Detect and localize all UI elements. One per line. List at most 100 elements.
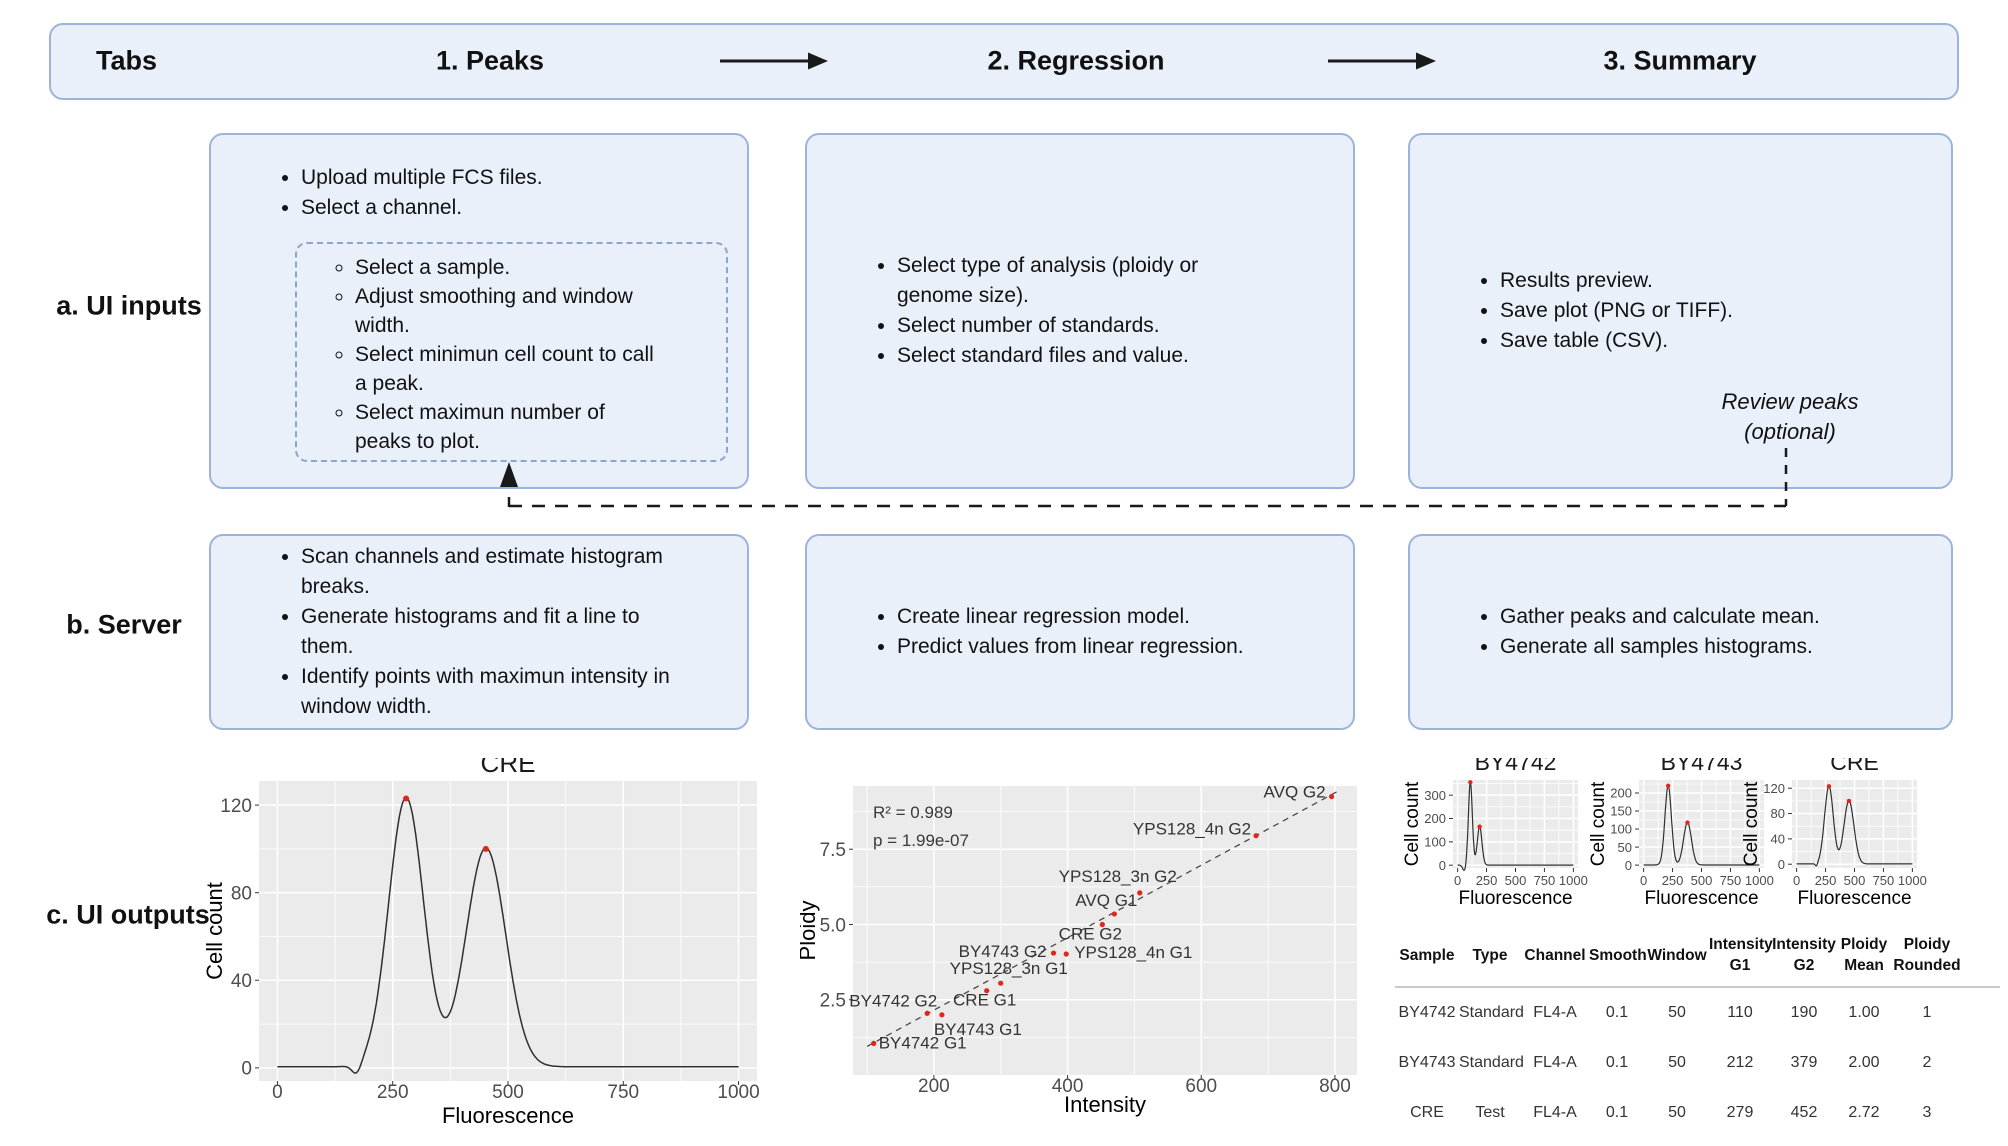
svg-text:400: 400 xyxy=(1052,1076,1084,1097)
svg-text:Intensity: Intensity xyxy=(1064,1092,1146,1117)
table-cell: 1.00 xyxy=(1848,1004,1880,1021)
tab-peaks[interactable]: 1. Peaks xyxy=(435,45,545,76)
list-item: Select minimun cell count to call a peak… xyxy=(355,340,659,398)
tab-summary[interactable]: 3. Summary xyxy=(1603,45,1757,76)
svg-text:200: 200 xyxy=(1424,811,1446,826)
svg-text:BY4742 G2: BY4742 G2 xyxy=(849,991,937,1010)
svg-text:1000: 1000 xyxy=(717,1082,759,1103)
column-header: Intensity G1 xyxy=(1709,936,1773,974)
table-cell: 1 xyxy=(1922,1004,1932,1021)
list-item: Select maximun number of peaks to plot. xyxy=(355,398,659,456)
svg-text:Fluorescence: Fluorescence xyxy=(442,1103,574,1128)
table-cell: 452 xyxy=(1790,1104,1818,1121)
server-summary-box: Gather peaks and calculate mean.Generate… xyxy=(1408,534,1953,730)
svg-text:YPS128_4n G2: YPS128_4n G2 xyxy=(1133,820,1251,839)
list-item: Select a sample. xyxy=(355,253,659,282)
svg-text:0: 0 xyxy=(1439,858,1446,873)
list-item: Gather peaks and calculate mean. xyxy=(1500,602,1930,632)
svg-text:CRE: CRE xyxy=(481,758,536,778)
server-peaks-box: Scan channels and estimate histogram bre… xyxy=(209,534,749,730)
table-cell: 379 xyxy=(1790,1054,1818,1071)
svg-text:AVQ G2: AVQ G2 xyxy=(1264,783,1326,802)
review-peaks-note: Review peaks (optional) xyxy=(1721,389,1859,444)
column-header: Type xyxy=(1472,946,1508,964)
list-item: Predict values from linear regression. xyxy=(897,632,1327,662)
table-cell: 50 xyxy=(1668,1054,1686,1071)
table-cell: Standard xyxy=(1459,1004,1524,1021)
list-item: Select type of analysis (ploidy or genom… xyxy=(897,251,1249,311)
ui-inputs-peaks-list: Upload multiple FCS files.Select a chann… xyxy=(211,163,673,223)
table-cell: FL4-A xyxy=(1533,1004,1577,1021)
svg-text:150: 150 xyxy=(1610,804,1632,819)
table-cell: 279 xyxy=(1726,1104,1754,1121)
svg-text:BY4742: BY4742 xyxy=(1475,758,1557,775)
svg-text:BY4743 G2: BY4743 G2 xyxy=(959,942,1047,961)
svg-text:40: 40 xyxy=(1771,832,1785,847)
ui-inputs-regression-list: Select type of analysis (ploidy or genom… xyxy=(807,251,1249,371)
svg-text:800: 800 xyxy=(1319,1076,1351,1097)
svg-text:750: 750 xyxy=(1873,873,1895,888)
list-item: Scan channels and estimate histogram bre… xyxy=(301,542,673,602)
list-item: Save table (CSV). xyxy=(1500,326,1872,356)
svg-text:100: 100 xyxy=(1424,835,1446,850)
table-cell: 0.1 xyxy=(1605,1054,1629,1071)
server-regression-list: Create linear regression model.Predict v… xyxy=(807,602,1327,662)
list-item: Identify points with maximun intensity i… xyxy=(301,662,673,722)
svg-text:100: 100 xyxy=(1610,822,1632,837)
svg-text:80: 80 xyxy=(231,884,252,905)
svg-text:40: 40 xyxy=(231,971,252,992)
svg-text:250: 250 xyxy=(1662,873,1684,888)
svg-text:500: 500 xyxy=(1691,873,1713,888)
ui-inputs-regression-box: Select type of analysis (ploidy or genom… xyxy=(805,133,1355,489)
svg-text:200: 200 xyxy=(918,1076,950,1097)
list-item: Select a channel. xyxy=(301,193,673,223)
svg-text:50: 50 xyxy=(1618,840,1632,855)
svg-text:250: 250 xyxy=(1815,873,1837,888)
list-item: Generate histograms and fit a line to th… xyxy=(301,602,673,662)
table-cell: 50 xyxy=(1668,1104,1686,1121)
column-header: Intensity G2 xyxy=(1772,936,1836,974)
svg-text:0: 0 xyxy=(241,1059,252,1080)
svg-text:750: 750 xyxy=(1534,873,1556,888)
list-item: Select number of standards. xyxy=(897,311,1249,341)
svg-text:600: 600 xyxy=(1185,1076,1217,1097)
svg-text:Cell count: Cell count xyxy=(1741,781,1762,866)
svg-text:300: 300 xyxy=(1424,788,1446,803)
column-header: Sample xyxy=(1399,946,1455,964)
svg-text:CRE G2: CRE G2 xyxy=(1059,924,1122,943)
svg-text:500: 500 xyxy=(1505,873,1527,888)
table-cell: 212 xyxy=(1726,1054,1754,1071)
svg-text:250: 250 xyxy=(377,1082,409,1103)
row-label-ui-inputs: a. UI inputs xyxy=(56,290,202,321)
svg-text:Cell count: Cell count xyxy=(1588,781,1609,866)
svg-text:BY4742 G1: BY4742 G1 xyxy=(879,1033,967,1052)
table-cell: 0.1 xyxy=(1605,1104,1629,1121)
column-header: Ploidy Rounded xyxy=(1893,936,1961,974)
svg-text:YPS128_3n G1: YPS128_3n G1 xyxy=(950,959,1068,978)
tab-regression[interactable]: 2. Regression xyxy=(987,45,1165,76)
table-cell: CRE xyxy=(1410,1104,1444,1121)
ui-inputs-peaks-sublist: Select a sample.Adjust smoothing and win… xyxy=(297,244,665,456)
column-header: Smooth xyxy=(1589,946,1647,964)
svg-text:CRE: CRE xyxy=(1830,758,1879,775)
server-peaks-list: Scan channels and estimate histogram bre… xyxy=(211,542,673,722)
svg-text:750: 750 xyxy=(607,1082,639,1103)
table-cell: FL4-A xyxy=(1533,1054,1577,1071)
svg-text:BY4743 G1: BY4743 G1 xyxy=(934,1020,1022,1039)
list-item: Save plot (PNG or TIFF). xyxy=(1500,296,1872,326)
svg-text:0: 0 xyxy=(1793,873,1800,888)
table-cell: BY4742 xyxy=(1398,1004,1456,1021)
svg-text:500: 500 xyxy=(1844,873,1866,888)
peaks-adjust-dashed-box: Select a sample.Adjust smoothing and win… xyxy=(295,242,728,462)
svg-text:YPS128_3n G2: YPS128_3n G2 xyxy=(1059,867,1177,886)
svg-text:YPS128_4n G1: YPS128_4n G1 xyxy=(1074,943,1192,962)
table-cell: 190 xyxy=(1790,1004,1818,1021)
